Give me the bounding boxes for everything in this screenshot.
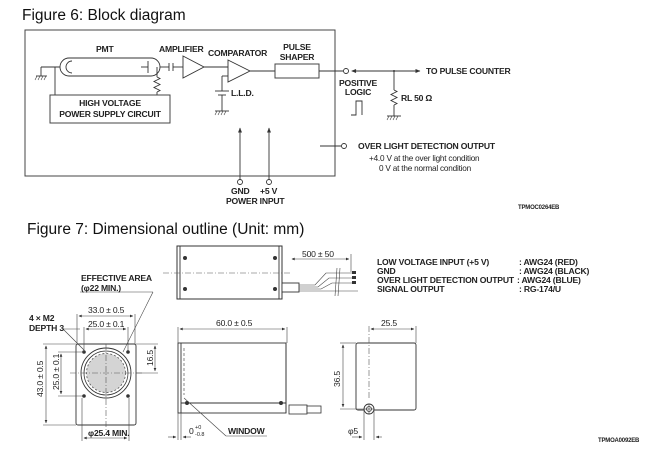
figure7-title: Figure 7: Dimensional outline (Unit: mm) [27,221,304,239]
figure7-drawing-code: TPMOA0092EB [598,438,640,444]
figure6-number: Figure 6: [22,7,84,24]
front-view [43,291,158,441]
ground-symbol-left [34,67,47,81]
over-light-output-terminal [341,143,347,149]
side-width-dim: 25.5 [381,318,397,328]
signal-output-terminal [343,68,349,74]
pulse-waveform-icon [351,100,363,116]
wire-spec-2: : AWG24 (BLUE) [517,275,581,285]
wire-spec-1: : AWG24 (BLACK) [519,266,590,276]
wire-name-0: LOW VOLTAGE INPUT (+5 V) [377,257,489,267]
power-input-label: POWER INPUT [226,196,285,206]
screw-label-line2: DEPTH 3 [29,323,64,333]
hv-power-supply-block: HIGH VOLTAGE POWER SUPPLY CIRCUIT [49,94,171,124]
normal-condition-text: 0 V at the normal condition [379,164,472,173]
wire-spec-0: : AWG24 (RED) [519,257,578,267]
wire-name-1: GND [377,266,396,276]
figure7-title-text: Dimensional outline (Unit: mm) [92,221,305,238]
screw-label-line1: 4 × M2 [29,313,55,323]
pulse-shaper-label-line2: SHAPER [280,52,316,62]
positive-logic-label-line1: POSITIVE [339,78,378,88]
hv-label-line1: HIGH VOLTAGE [79,98,141,108]
pulse-shaper-label-line1: PULSE [283,42,311,52]
wire-list: LOW VOLTAGE INPUT (+5 V) : AWG24 (RED) G… [377,257,590,294]
top-offset-dim: 16.5 [145,350,155,366]
top-view [163,245,358,300]
side-height-dim: 36.5 [332,371,342,387]
end-view [340,326,417,440]
gnd-input-terminal [237,179,243,185]
figure6-drawing-code: TPMOC0264EB [518,205,560,211]
load-resistor-rl [386,70,401,121]
side-view [168,327,322,440]
positive-logic-label-line2: LOGIC [345,87,371,97]
pmt-label: PMT [96,44,114,54]
block-diagram: PMT HIGH VOLTAGE POWER SUPPLY CIRCUIT AM… [24,29,560,211]
amplifier-label: AMPLIFIER [159,44,205,54]
wire-name-2: OVER LIGHT DETECTION OUTPUT [377,275,515,285]
module-boundary [24,29,336,177]
cable-length-dim: 500 ± 50 [302,249,334,259]
wire-spec-3: : RG-174/U [519,284,561,294]
window-diameter-dim: φ25.4 MIN. [88,428,129,438]
figure7-number: Figure 7: [27,221,89,238]
gnd-label: GND [231,186,250,196]
outer-width-dim: 33.0 ± 0.5 [88,305,125,315]
figure6-title: Figure 6: Block diagram [22,7,186,25]
plus5v-input-terminal [266,179,272,185]
amplifier-symbol [182,55,205,79]
lld-label: L.L.D. [231,88,254,98]
to-pulse-counter-label: TO PULSE COUNTER [426,66,511,76]
over-light-condition-text: +4.0 V at the over light condition [369,154,480,163]
pmt-tube [59,57,161,77]
inner-height-dim: 25.0 ± 0.1 [51,353,61,390]
window-tolerance-lower: -0.8 [195,432,204,438]
effective-area-label-line2: (φ22 MIN.) [81,283,121,293]
effective-area-label-line1: EFFECTIVE AREA [81,273,152,283]
dimensional-outline: 500 ± 50 LOW VOLTAGE INPUT (+5 V) : AWG2… [29,245,640,444]
lld-reference [214,75,229,116]
coupling-capacitor [168,63,183,71]
wire-name-3: SIGNAL OUTPUT [377,284,445,294]
comparator-label: COMPARATOR [208,48,268,58]
window-tolerance-upper: +0 [195,425,201,431]
plus5v-label: +5 V [260,186,278,196]
length-dim: 60.0 ± 0.5 [216,318,253,328]
outer-height-dim: 43.0 ± 0.5 [35,360,45,397]
window-label: WINDOW [228,426,266,436]
window-tolerance-base: 0 [189,426,194,436]
figure6-title-text: Block diagram [87,7,186,24]
rl-label: RL 50 Ω [401,93,432,103]
hv-label-line2: POWER SUPPLY CIRCUIT [59,109,161,119]
pulse-shaper-block [274,63,320,79]
over-light-output-label: OVER LIGHT DETECTION OUTPUT [358,141,496,151]
inner-width-dim: 25.0 ± 0.1 [88,319,125,329]
cable-diameter-dim: φ5 [348,426,358,436]
comparator-symbol [227,59,252,83]
